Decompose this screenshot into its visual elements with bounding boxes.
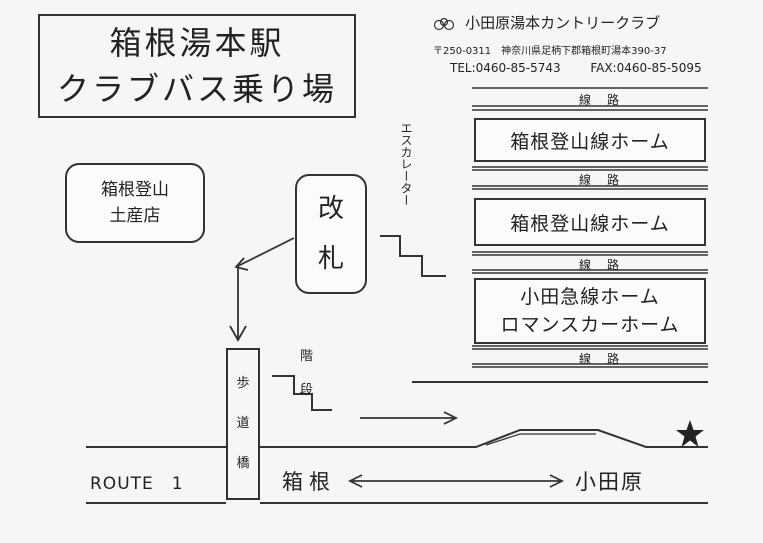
gate-char1: 改 [317, 194, 344, 224]
footbridge-char3: 橋 [236, 456, 250, 471]
escalator-steps [380, 235, 446, 277]
club-logo-icon [433, 17, 455, 30]
platform-hakone-tozan-2: 箱根登山線ホーム [474, 198, 706, 246]
club-tel: TEL:0460-85-5743 [450, 61, 561, 75]
track-label-2: 線 路 [578, 173, 621, 187]
gate-char2: 札 [317, 244, 344, 274]
club-fax: FAX:0460-85-5095 [590, 61, 702, 75]
direction-odawara: 小田原 [575, 470, 644, 494]
track-lines-3 [472, 251, 708, 274]
ticket-gate: 改 札 [295, 174, 367, 294]
direction-hakone: 箱根 [282, 470, 336, 494]
platform-hakone-tozan-1: 箱根登山線ホーム [474, 118, 706, 162]
track-label-1: 線 路 [578, 93, 621, 107]
star-icon [676, 420, 704, 447]
track-label-4: 線 路 [578, 352, 621, 366]
walk-arrow [229, 237, 295, 342]
road-double-arrow [347, 474, 565, 488]
footbridge: 歩 道 橋 [226, 348, 260, 500]
track-lines-2 [472, 166, 708, 190]
track-lines-1 [472, 87, 708, 111]
footbridge-char2: 道 [236, 416, 250, 431]
shop-line2: 土産店 [109, 206, 161, 226]
escalator-label: エスカレーター [399, 122, 413, 206]
stairs-label: 階 段 [300, 340, 313, 408]
stairs-char1: 階 [300, 349, 314, 364]
platform-odakyu: 小田急線ホーム ロマンスカーホーム [474, 278, 706, 344]
platform-3-label-1: 小田急線ホーム [520, 286, 660, 308]
direction-arrow [360, 411, 459, 425]
platform-2-label: 箱根登山線ホーム [510, 212, 670, 235]
stairs-steps [272, 375, 332, 411]
club-name-row: 小田原湯本カントリークラブ [433, 12, 660, 33]
platform-3-label-2: ロマンスカーホーム [500, 314, 680, 336]
club-contact: TEL:0460-85-5743 FAX:0460-85-5095 [450, 61, 702, 75]
stairs-char2: 段 [300, 383, 314, 398]
souvenir-shop: 箱根登山 土産店 [65, 163, 205, 243]
title-line2: クラブバス乗り場 [56, 70, 337, 108]
track-label-3: 線 路 [578, 258, 621, 272]
track-lines-4 [472, 345, 708, 368]
club-address: 〒250-0311 神奈川県足柄下郡箱根町湯本390-37 [433, 46, 667, 57]
road-upper-edge-right [260, 429, 708, 448]
footbridge-char1: 歩 [236, 376, 250, 391]
map-title: 箱根湯本駅 クラブバス乗り場 [38, 14, 356, 118]
shop-line1: 箱根登山 [101, 180, 169, 200]
club-name: 小田原湯本カントリークラブ [465, 14, 661, 32]
platform-1-label: 箱根登山線ホーム [510, 130, 670, 153]
route-label: ROUTE 1 [90, 474, 184, 494]
road-sidewalk-line [485, 433, 596, 446]
title-line1: 箱根湯本駅 [109, 24, 285, 62]
